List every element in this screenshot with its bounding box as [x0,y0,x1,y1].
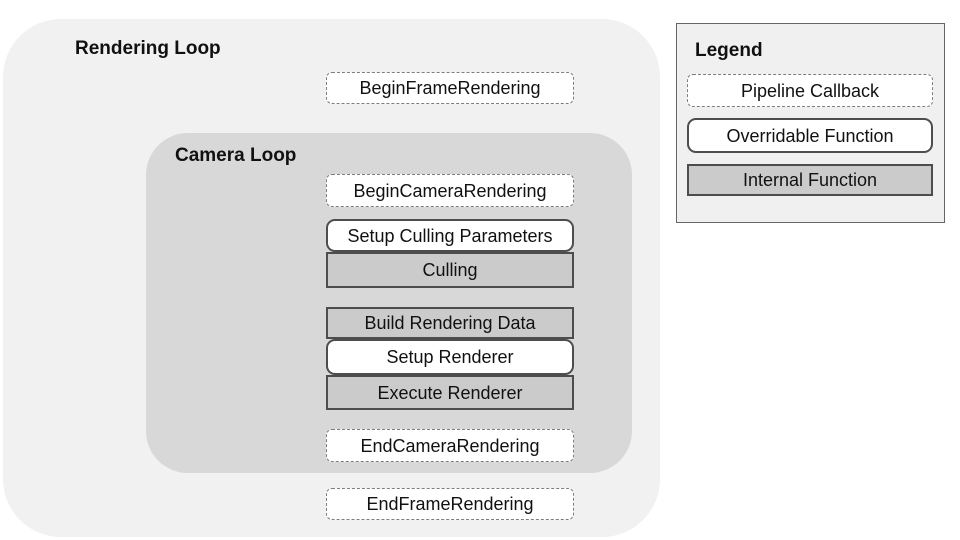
legend-panel: Legend Pipeline Callback Overridable Fun… [676,23,945,223]
legend-item-pipeline-callback: Pipeline Callback [687,74,933,107]
legend-title: Legend [695,40,763,61]
camera-loop-title: Camera Loop [175,145,297,166]
node-setup-renderer: Setup Renderer [326,339,574,375]
node-build-rendering-data: Build Rendering Data [326,307,574,339]
node-execute-renderer: Execute Renderer [326,375,574,410]
node-end-camera-rendering: EndCameraRendering [326,429,574,462]
node-begin-camera-rendering: BeginCameraRendering [326,174,574,207]
legend-item-overridable-function: Overridable Function [687,118,933,153]
legend-item-internal-function: Internal Function [687,164,933,196]
node-culling: Culling [326,252,574,288]
rendering-loop-title: Rendering Loop [75,38,221,59]
node-begin-frame-rendering: BeginFrameRendering [326,72,574,104]
node-setup-culling-parameters: Setup Culling Parameters [326,219,574,252]
node-end-frame-rendering: EndFrameRendering [326,488,574,520]
